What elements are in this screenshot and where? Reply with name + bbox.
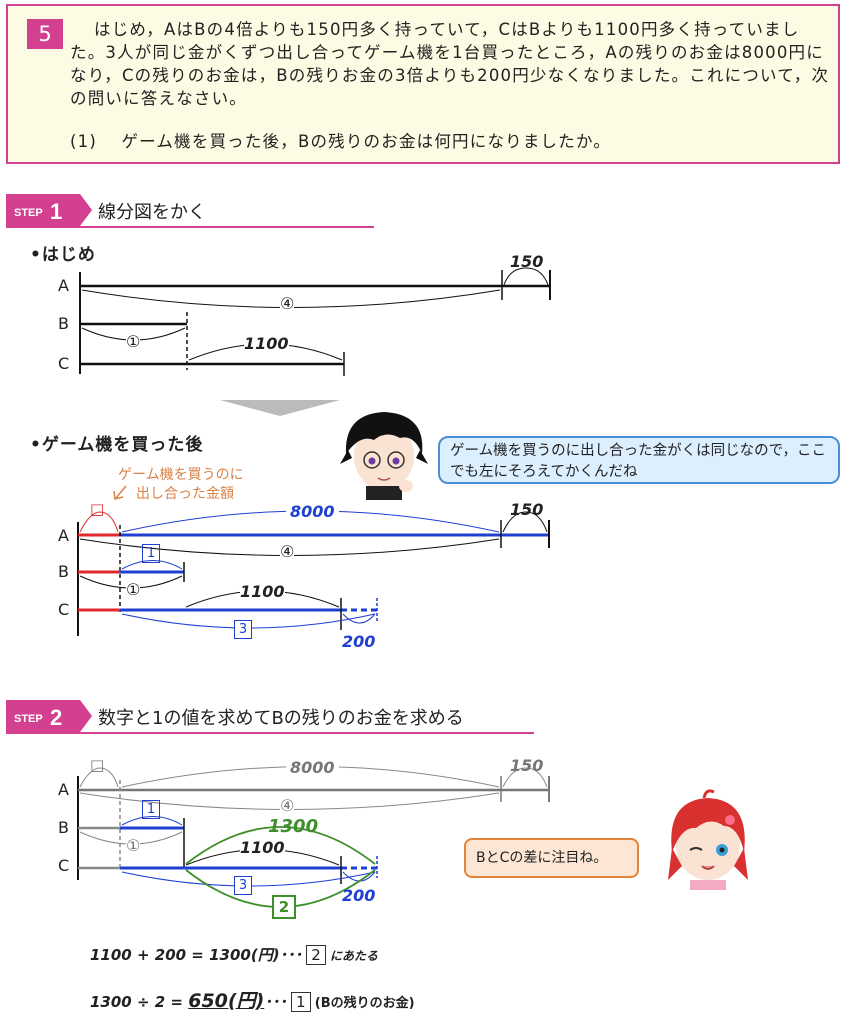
diagram3-green-total: 1300 (268, 816, 319, 837)
diagram1-row-b: B (58, 314, 69, 333)
step2-badge: STEP 2 (6, 700, 92, 732)
diagram3-row-c: C (58, 856, 70, 875)
diagram1-a-extra: 150 (510, 252, 544, 271)
diagram3-c-box: 3 (234, 876, 252, 895)
diagram2 (77, 485, 550, 636)
down-arrow-icon (220, 400, 340, 416)
diagram3-a-remaining: 8000 (286, 758, 339, 777)
diagram2-row-c: C (58, 600, 70, 619)
spent-amount-note: ゲーム機を買うのに 出し合った金額 (118, 467, 244, 502)
problem-text: はじめ，AはBの4倍よりも150円多く持っていて，CはBよりも1100円多く持っ… (70, 20, 830, 108)
problem-number: 5 (27, 19, 63, 49)
diagram3-b-box: 1 (142, 800, 160, 819)
calc-line-2: 1300 ÷ 2 = 650(円)･･･1(Bの残りのお金) (90, 990, 415, 1012)
diagram3-spent-box: □ (90, 756, 105, 774)
diagram1-c-diff: 1100 (244, 334, 289, 353)
diagram2-a-remaining: 8000 (286, 502, 339, 521)
svg-text:1: 1 (50, 199, 62, 224)
diagram2-a-units: ④ (280, 542, 295, 561)
diagram1 (79, 267, 551, 376)
diagram3-b-units: ① (126, 836, 141, 855)
diagram2-a-extra: 150 (510, 500, 544, 519)
step2-underline (6, 732, 534, 734)
diagram1-a-units: ④ (280, 294, 295, 313)
diagram3-row-a: A (58, 780, 69, 799)
diagram2-c-diff: 1100 (240, 582, 285, 601)
diagram1-row-a: A (58, 276, 69, 295)
calc2-box: 1 (290, 992, 311, 1012)
answer: 650(円) (188, 990, 265, 1012)
speech-bubble-girl: BとCの差に注目ね。 (464, 838, 639, 878)
diagram2-b-units: ① (126, 580, 141, 599)
diagram3-c-diff: 1100 (240, 838, 285, 857)
diagram2-section-title: •ゲーム機を買った後 (30, 435, 204, 455)
diagram2-b-box: 1 (142, 544, 160, 563)
diagram2-row-b: B (58, 562, 69, 581)
svg-text:STEP: STEP (14, 713, 43, 725)
diagram1-b-units: ① (126, 332, 141, 351)
step1-title: 線分図をかく (98, 202, 206, 223)
diagram1-section-title: •はじめ (30, 245, 96, 265)
sub-question-number: (1) (70, 132, 97, 151)
diagram3-a-units: ④ (280, 796, 295, 815)
step2-title: 数字と1の値を求めてBの残りのお金を求める (98, 708, 464, 729)
calc1-box: 2 (306, 945, 327, 965)
svg-text:STEP: STEP (14, 207, 43, 219)
sub-question-text: ゲーム機を買った後，Bの残りのお金は何円になりましたか。 (121, 132, 612, 151)
diagram2-c-short: 200 (342, 632, 376, 651)
diagram1-row-c: C (58, 354, 70, 373)
step1-badge: STEP 1 (6, 194, 92, 226)
girl-avatar (668, 789, 748, 890)
diagram2-c-box: 3 (234, 620, 252, 639)
diagram2-spent-box: □ (90, 500, 105, 518)
sub-question: (1) ゲーム機を買った後，Bの残りのお金は何円になりましたか。 (70, 128, 611, 152)
step1-underline (6, 226, 374, 228)
boy-avatar (340, 412, 428, 500)
svg-text:2: 2 (50, 705, 62, 730)
diagram3-green-box: 2 (272, 895, 296, 919)
diagram3-a-extra: 150 (510, 756, 544, 775)
problem-box: 5 はじめ，AはBの4倍よりも150円多く持っていて，CはBよりも1100円多く… (6, 4, 840, 164)
speech-bubble-boy: ゲーム機を買うのに出し合った金がくは同じなので，ここでも左にそろえてかくんだね (438, 436, 840, 484)
diagram3-row-b: B (58, 818, 69, 837)
diagram3-c-short: 200 (342, 886, 376, 905)
diagram2-row-a: A (58, 526, 69, 545)
